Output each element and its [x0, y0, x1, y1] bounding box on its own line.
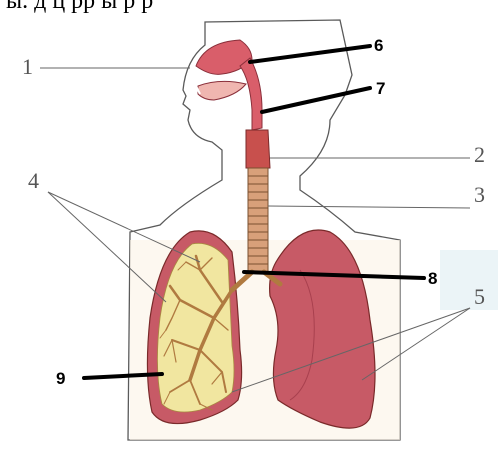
oral-cavity: [198, 81, 246, 100]
label-7: 7: [376, 79, 385, 98]
label-4: 4: [28, 168, 39, 193]
label-2: 2: [474, 142, 485, 167]
larynx: [246, 130, 270, 168]
label-9: 9: [56, 369, 65, 388]
label-3: 3: [474, 182, 485, 207]
label-8: 8: [428, 269, 437, 288]
label-5: 5: [474, 284, 485, 309]
trachea: [248, 168, 268, 272]
pharynx: [240, 58, 262, 130]
label-1: 1: [22, 54, 33, 79]
label-6: 6: [374, 36, 383, 55]
header-text-fragment: ы. д ц рр ы р р: [6, 0, 153, 14]
blue-blur-patch: [440, 250, 498, 310]
